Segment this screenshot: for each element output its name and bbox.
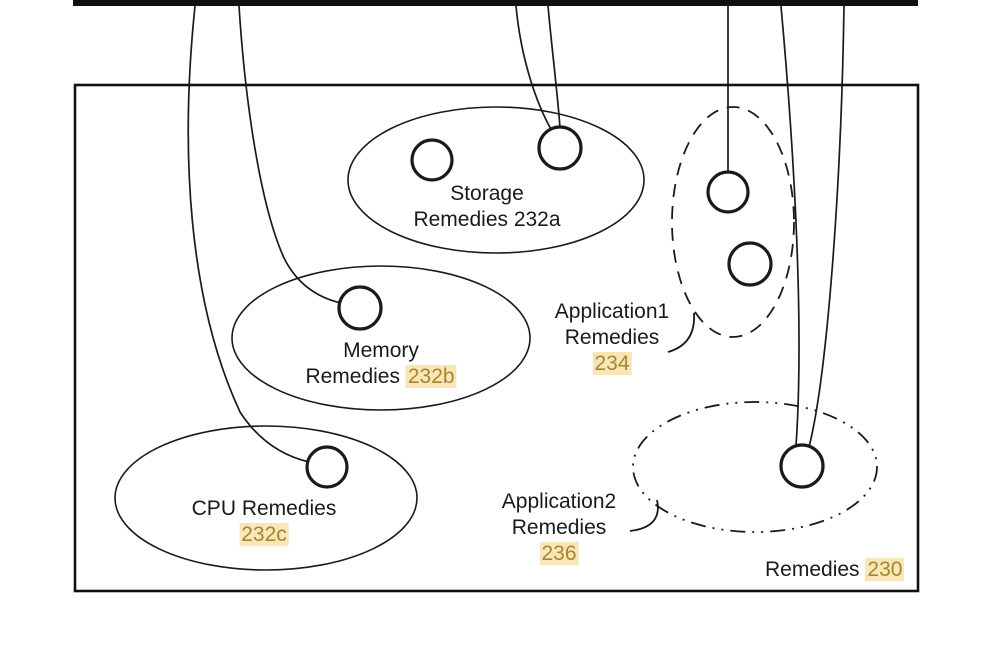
memory-remedies-ref-232b: 232b	[405, 365, 457, 388]
memory-remedies-label-prefix: Remedies	[305, 365, 400, 388]
application2-remedies-label: Application2 Remedies 236	[502, 489, 616, 567]
storage-remedies-label-line2: Remedies 232a	[413, 208, 561, 231]
application2-remedies-label-line3: 236	[502, 541, 616, 567]
cpu-remedies-ref-232c: 232c	[239, 523, 289, 546]
memory-remedies-label-line2: Remedies 232b	[305, 364, 457, 390]
cpu-remedies-label-line2: 232c	[192, 522, 337, 548]
remedies-container-label: Remedies 230	[765, 557, 905, 582]
application2-remedies-ref-236: 236	[539, 542, 579, 565]
remedies-container-label-prefix: Remedies	[765, 558, 860, 581]
memory-remedy-node	[337, 285, 383, 331]
connector-line-to-storage-a	[515, 5, 553, 132]
application2-remedies-label-line1: Application2	[501, 490, 617, 513]
application2-remedy-node	[779, 443, 825, 489]
memory-remedies-ellipse	[231, 265, 531, 411]
application1-remedies-ref-234: 234	[592, 352, 632, 375]
storage-remedies-label: Storage Remedies 232a	[413, 181, 560, 233]
storage-remedy-node-2	[537, 125, 583, 171]
storage-remedy-node-1	[410, 138, 454, 182]
application1-remedies-label-line3: 234	[555, 351, 669, 377]
storage-remedies-ellipse	[347, 106, 645, 254]
application1-label-leader	[667, 312, 695, 353]
application2-remedies-dashdot-ellipse	[632, 401, 878, 533]
connector-line-to-application2-a	[780, 5, 800, 447]
application2-remedies-label-line2: Remedies	[511, 516, 607, 539]
connector-line-to-application2-b	[808, 5, 845, 448]
memory-remedies-label-line1: Memory	[343, 339, 419, 362]
application1-remedies-label-line2: Remedies	[564, 326, 660, 349]
application1-remedies-label-line1: Application1	[554, 300, 670, 323]
connector-line-to-cpu	[187, 5, 310, 463]
remedy-nodes	[305, 125, 825, 489]
application1-remedy-node-2	[727, 241, 773, 287]
upper-box-bottom-edge	[73, 0, 918, 6]
application1-remedies-dashed-ellipse	[671, 106, 795, 338]
application1-remedy-node-1	[706, 170, 750, 214]
cpu-remedies-label-line1: CPU Remedies	[191, 497, 337, 520]
remedies-container-box	[73, 83, 920, 593]
connector-line-to-memory	[238, 5, 342, 304]
cpu-remedies-ellipse	[114, 425, 418, 571]
memory-remedies-label: Memory Remedies 232b	[305, 338, 457, 390]
application1-remedies-label: Application1 Remedies 234	[555, 299, 669, 377]
connector-line-to-storage-b	[547, 5, 561, 129]
cpu-remedies-label: CPU Remedies 232c	[191, 496, 337, 548]
storage-remedies-label-line1: Storage	[450, 182, 524, 205]
application2-label-leader	[629, 499, 659, 532]
remedies-container-ref-230: 230	[865, 558, 905, 581]
cpu-remedy-node	[305, 445, 349, 489]
